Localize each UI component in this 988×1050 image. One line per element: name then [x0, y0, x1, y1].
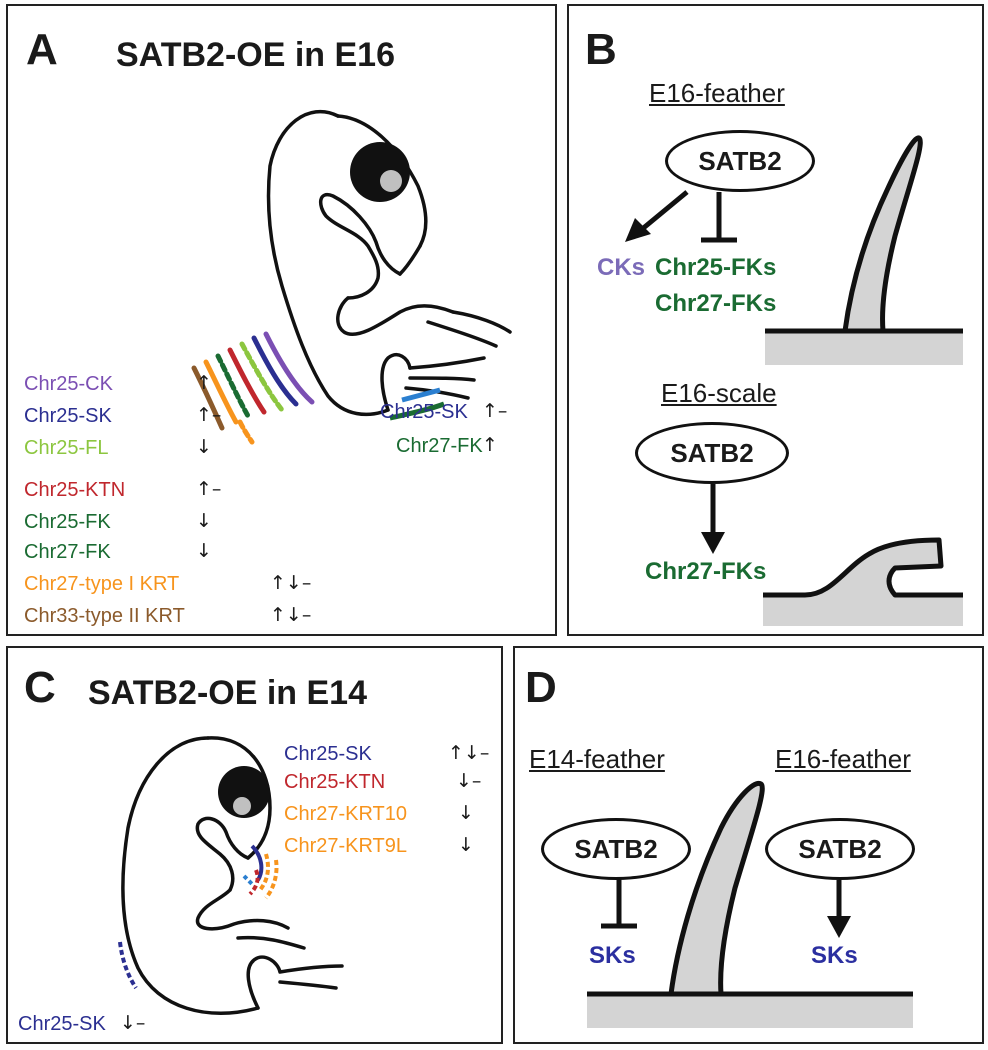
a-gene-label: Chr25-FL: [24, 437, 109, 459]
b-chr27-fks-label: Chr27-FKs: [655, 290, 777, 317]
d-left-heading: E14-feather: [529, 744, 665, 774]
a-foot-gene-arrows: ↑–: [482, 400, 508, 422]
a-gene-arrows: ↑↓–: [270, 604, 312, 626]
b-satb2-oval-feather: SATB2: [665, 130, 815, 192]
a-gene-arrows: ↓: [196, 540, 212, 562]
c-gene-arrows: ↓–: [456, 770, 482, 792]
panel-b: B E16-feather SATB2 CKs Chr25-FKs Chr27-…: [567, 4, 984, 636]
a-gene-label: Chr25-SK: [24, 405, 112, 427]
c-gene-label: Chr27-KRT9L: [284, 835, 408, 857]
c-gene-label: Chr27-KRT10: [284, 803, 408, 825]
c-gene-label: Chr25-SK: [284, 743, 372, 765]
d-right-heading: E16-feather: [775, 744, 911, 774]
d-satb2-oval-left: SATB2: [541, 818, 691, 880]
a-gene-arrows: ↑–: [196, 478, 222, 500]
embryo-e14-drawing: [118, 736, 344, 1015]
c-gene-arrows: ↓: [458, 802, 474, 824]
c-back-gene-label: Chr25-SK: [18, 1013, 106, 1035]
c-gene-arrows: ↑↓–: [448, 742, 490, 764]
a-gene-label: Chr33-type II KRT: [24, 605, 185, 627]
c-gene-arrows: ↓: [458, 834, 474, 856]
a-gene-arrows: ↓: [196, 510, 212, 532]
panel-d: D E14-feather E16-feather SATB2 SATB2 SK…: [513, 646, 984, 1044]
d-left-target-label: SKs: [589, 942, 636, 969]
a-gene-label: Chr25-KTN: [24, 479, 126, 501]
embryo-e16-drawing: [191, 109, 512, 445]
a-gene-arrows: ↓: [196, 436, 212, 458]
d-satb2-oval-right: SATB2: [765, 818, 915, 880]
panel-c-label: C: [24, 663, 56, 712]
b-satb2-oval-scale: SATB2: [635, 422, 789, 484]
a-foot-gene-label: Chr27-FK: [396, 435, 483, 457]
panel-b-label: B: [585, 25, 617, 74]
a-gene-label: Chr27-type I KRT: [24, 573, 180, 595]
panel-a-title: SATB2-OE in E16: [116, 36, 395, 74]
c-back-gene-arrows: ↓–: [120, 1012, 146, 1034]
a-gene-arrows: ↑–: [196, 404, 222, 426]
b-chr25-fks-label: Chr25-FKs: [655, 254, 777, 281]
panel-c-title: SATB2-OE in E14: [88, 674, 367, 712]
a-gene-label: Chr25-CK: [24, 373, 113, 395]
a-foot-gene-label: Chr25-SK: [380, 401, 468, 423]
b-schematic: [625, 135, 963, 626]
panel-d-label: D: [525, 663, 557, 712]
c-gene-label: Chr25-KTN: [284, 771, 386, 793]
d-right-target-label: SKs: [811, 942, 858, 969]
a-gene-arrows: ↑↓–: [270, 572, 312, 594]
a-gene-arrows: ↑: [196, 372, 212, 394]
b-scale-target-label: Chr27-FKs: [645, 558, 767, 585]
b-scale-heading: E16-scale: [661, 378, 777, 408]
a-gene-label: Chr27-FK: [24, 541, 111, 563]
a-gene-label: Chr25-FK: [24, 511, 111, 533]
d-schematic: [587, 780, 913, 1028]
panel-a: A SATB2-OE in E16: [6, 4, 557, 636]
b-feather-heading: E16-feather: [649, 78, 785, 108]
panel-a-label: A: [26, 25, 58, 74]
panel-c: C SATB2-OE in E14 Chr25-SK ↑↓– Chr25-KTN…: [6, 646, 503, 1044]
b-cks-label: CKs: [597, 254, 646, 281]
a-foot-gene-arrows: ↑: [482, 434, 498, 456]
